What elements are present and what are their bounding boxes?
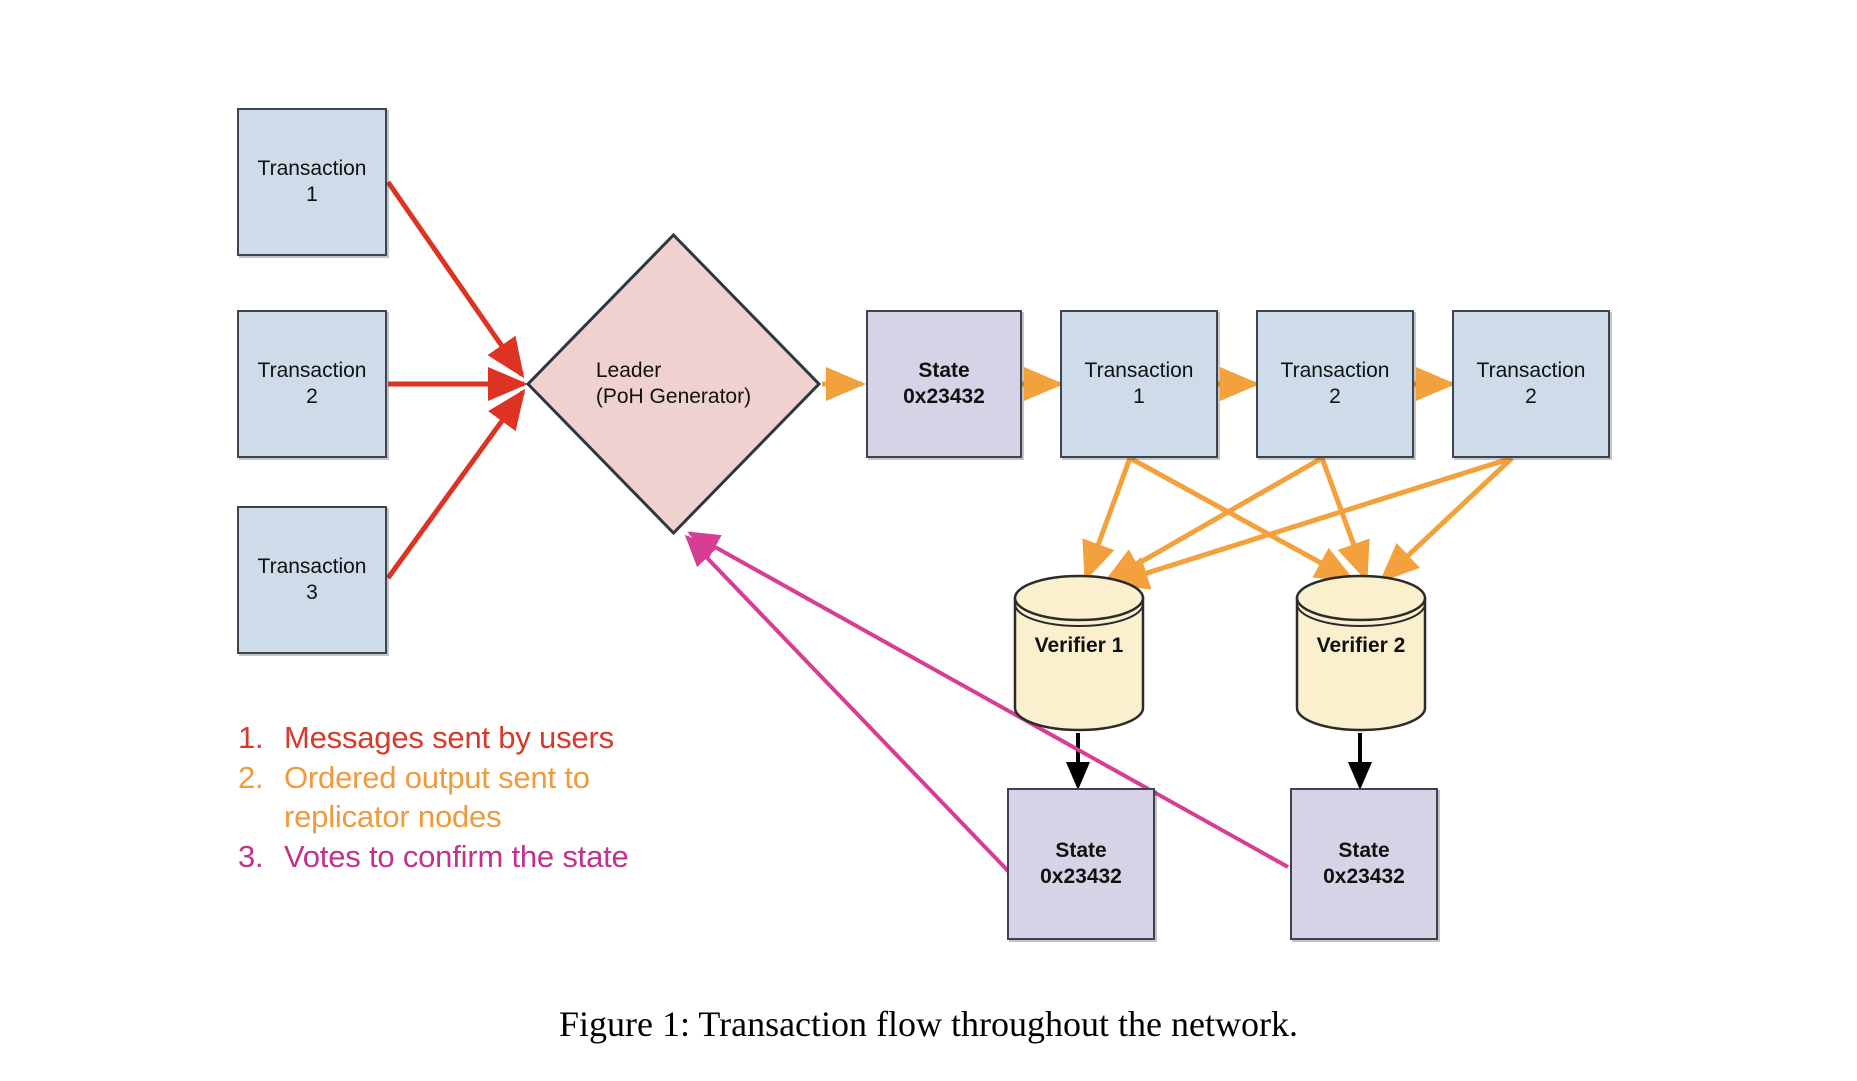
verifier-state-box-1[interactable]: State 0x23432 [1007, 788, 1155, 940]
legend-text-3: Votes to confirm the state [284, 839, 629, 875]
ledger-transaction-label-1: Transaction 1 [1084, 359, 1194, 408]
incoming-transaction-label-2: Transaction 2 [257, 359, 367, 408]
ledger-transaction-box-2[interactable]: Transaction 2 [1256, 310, 1414, 458]
incoming-transaction-box-2[interactable]: Transaction 2 [237, 310, 387, 458]
incoming-transaction-label-3: Transaction 3 [257, 555, 367, 604]
edge-tx1-to-verifier1 [1082, 457, 1133, 582]
ledger-state-box[interactable]: State 0x23432 [866, 310, 1022, 458]
edge-tx2-to-verifier2 [1319, 457, 1370, 582]
verifier-cylinder-shape-2 [1295, 574, 1427, 732]
ledger-transaction-box-1[interactable]: Transaction 1 [1060, 310, 1218, 458]
leader-node[interactable]: Leader (PoH Generator) [525, 232, 822, 536]
edge-tx3-to-verifier1 [1108, 455, 1513, 590]
legend-item-2: 2. Ordered output sent to replicator nod… [238, 758, 798, 837]
leader-label: Leader (PoH Generator) [595, 358, 752, 408]
incoming-transaction-label-1: Transaction 1 [257, 157, 367, 206]
ledger-transaction-label-3: Transaction 2 [1476, 359, 1586, 408]
verifier-label-1: Verifier 1 [1034, 634, 1124, 657]
edge-tx3-to-leader [385, 388, 526, 580]
legend-text-1: Messages sent by users [284, 720, 614, 755]
figure-caption: Figure 1: Transaction flow throughout th… [559, 1004, 1298, 1044]
edge-tx1-to-verifier2 [1128, 455, 1356, 583]
legend-number-3: 3. [238, 839, 264, 875]
edge-tx3-to-verifier2 [1379, 456, 1514, 583]
verifier-node-1[interactable]: Verifier 1 [1012, 572, 1146, 734]
ledger-transaction-box-3[interactable]: Transaction 2 [1452, 310, 1610, 458]
edges-messages-to-leader [385, 180, 529, 580]
legend-text-2: Ordered output sent to replicator nodes [284, 759, 590, 835]
verifier-node-2[interactable]: Verifier 2 [1294, 572, 1428, 734]
edge-tx2-to-verifier1 [1102, 455, 1324, 585]
verifier-cylinder-shape-1 [1013, 574, 1145, 732]
ledger-state-label: State 0x23432 [903, 359, 985, 408]
edges-chain-to-verifiers [1082, 455, 1514, 590]
legend: 1. Messages sent by users 2. Ordered out… [238, 718, 798, 877]
incoming-transaction-box-1[interactable]: Transaction 1 [237, 108, 387, 256]
legend-item-3: 3. Votes to confirm the state [238, 837, 798, 877]
edges-verifier-to-state [1066, 733, 1372, 790]
edge-tx1-to-leader [385, 180, 525, 379]
leader-diamond-shape [525, 232, 822, 536]
legend-item-1: 1. Messages sent by users [238, 718, 798, 758]
verifier-state-label-1: State 0x23432 [1040, 839, 1122, 888]
incoming-transaction-box-3[interactable]: Transaction 3 [237, 506, 387, 654]
ledger-transaction-label-2: Transaction 2 [1280, 359, 1390, 408]
verifier-state-box-2[interactable]: State 0x23432 [1290, 788, 1438, 940]
legend-number-1: 1. [238, 720, 264, 755]
legend-number-2: 2. [238, 759, 264, 795]
verifier-label-2: Verifier 2 [1316, 634, 1406, 657]
verifier-state-label-2: State 0x23432 [1323, 839, 1405, 888]
